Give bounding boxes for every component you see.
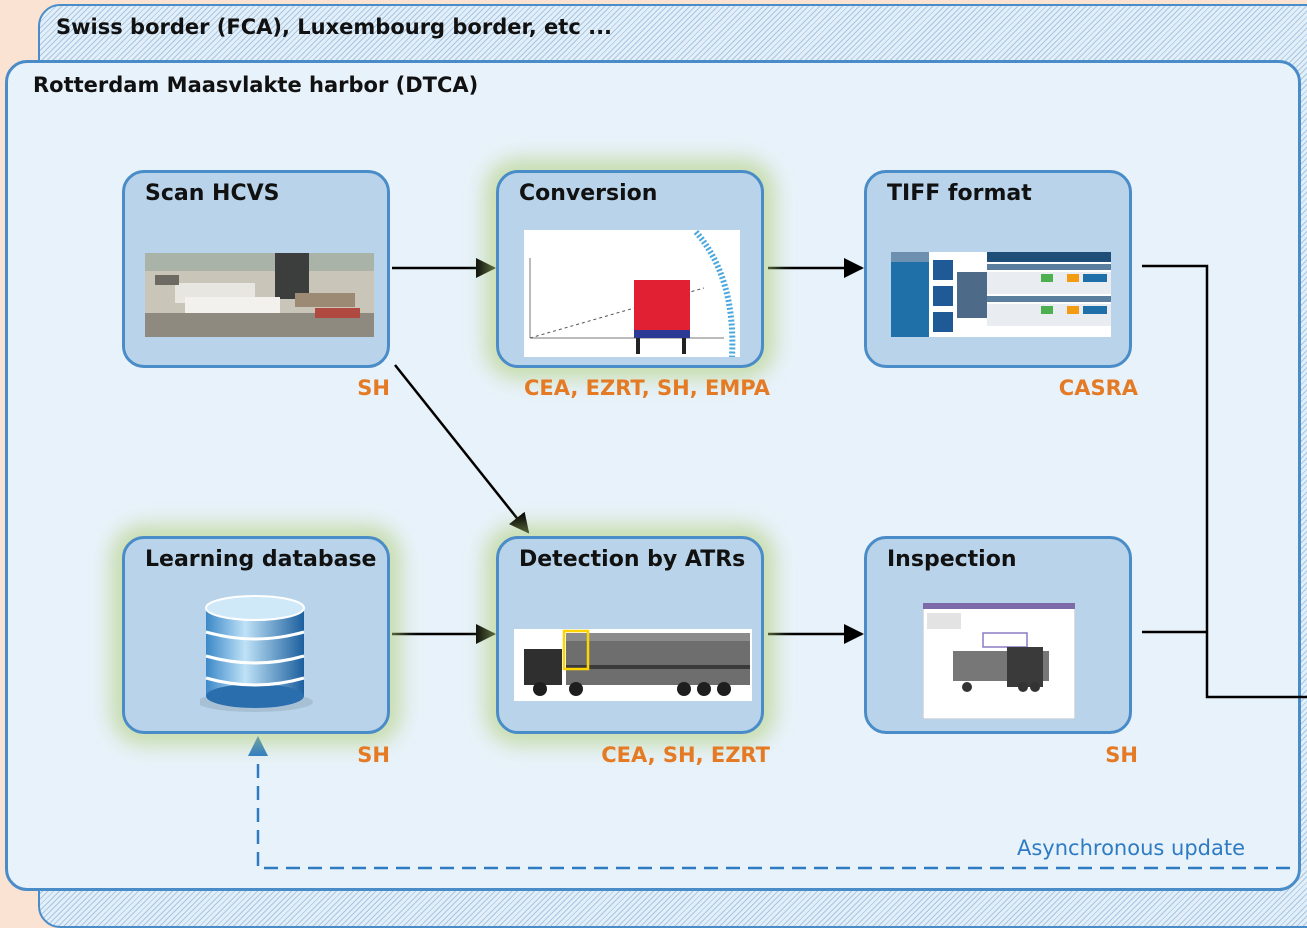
inner-region-title: Rotterdam Maasvlakte harbor (DTCA) <box>33 73 479 97</box>
node-title: Detection by ATRs <box>519 547 746 572</box>
node-credit: CEA, SH, EZRT <box>601 743 770 767</box>
node-title: Inspection <box>887 547 1017 572</box>
node-learning-database: Learning database <box>122 536 390 734</box>
node-credit: SH <box>357 376 390 400</box>
tiff-structure-diagram-icon <box>891 252 1111 337</box>
node-scan-hcvs: Scan HCVS <box>122 170 390 368</box>
aerial-photo-icon <box>145 253 374 337</box>
node-credit: CASRA <box>1058 376 1138 400</box>
connectors <box>248 258 1307 870</box>
node-title: Conversion <box>519 181 658 206</box>
node-conversion: Conversion <box>496 170 764 368</box>
node-tiff-format: TIFF format <box>864 170 1132 368</box>
node-title: Scan HCVS <box>145 181 280 206</box>
outer-region-title: Swiss border (FCA), Luxembourg border, e… <box>56 15 613 39</box>
edge-scan-detection <box>394 364 530 534</box>
xray-truck-icon <box>514 629 752 701</box>
conversion-diagram-icon <box>524 230 740 357</box>
node-detection-by-atrs: Detection by ATRs <box>496 536 764 734</box>
node-title: TIFF format <box>887 181 1032 206</box>
edge-tiff-out <box>1142 264 1307 699</box>
node-credit: SH <box>357 743 390 767</box>
node-title: Learning database <box>145 547 377 572</box>
node-credit: CEA, EZRT, SH, EMPA <box>523 376 770 400</box>
node-credit: SH <box>1105 743 1138 767</box>
inspection-screenshot-icon <box>923 603 1075 719</box>
async-update-label: Asynchronous update <box>1017 836 1245 860</box>
node-inspection: Inspection <box>864 536 1132 734</box>
async-update-edge <box>248 736 1290 870</box>
database-icon <box>200 595 313 712</box>
